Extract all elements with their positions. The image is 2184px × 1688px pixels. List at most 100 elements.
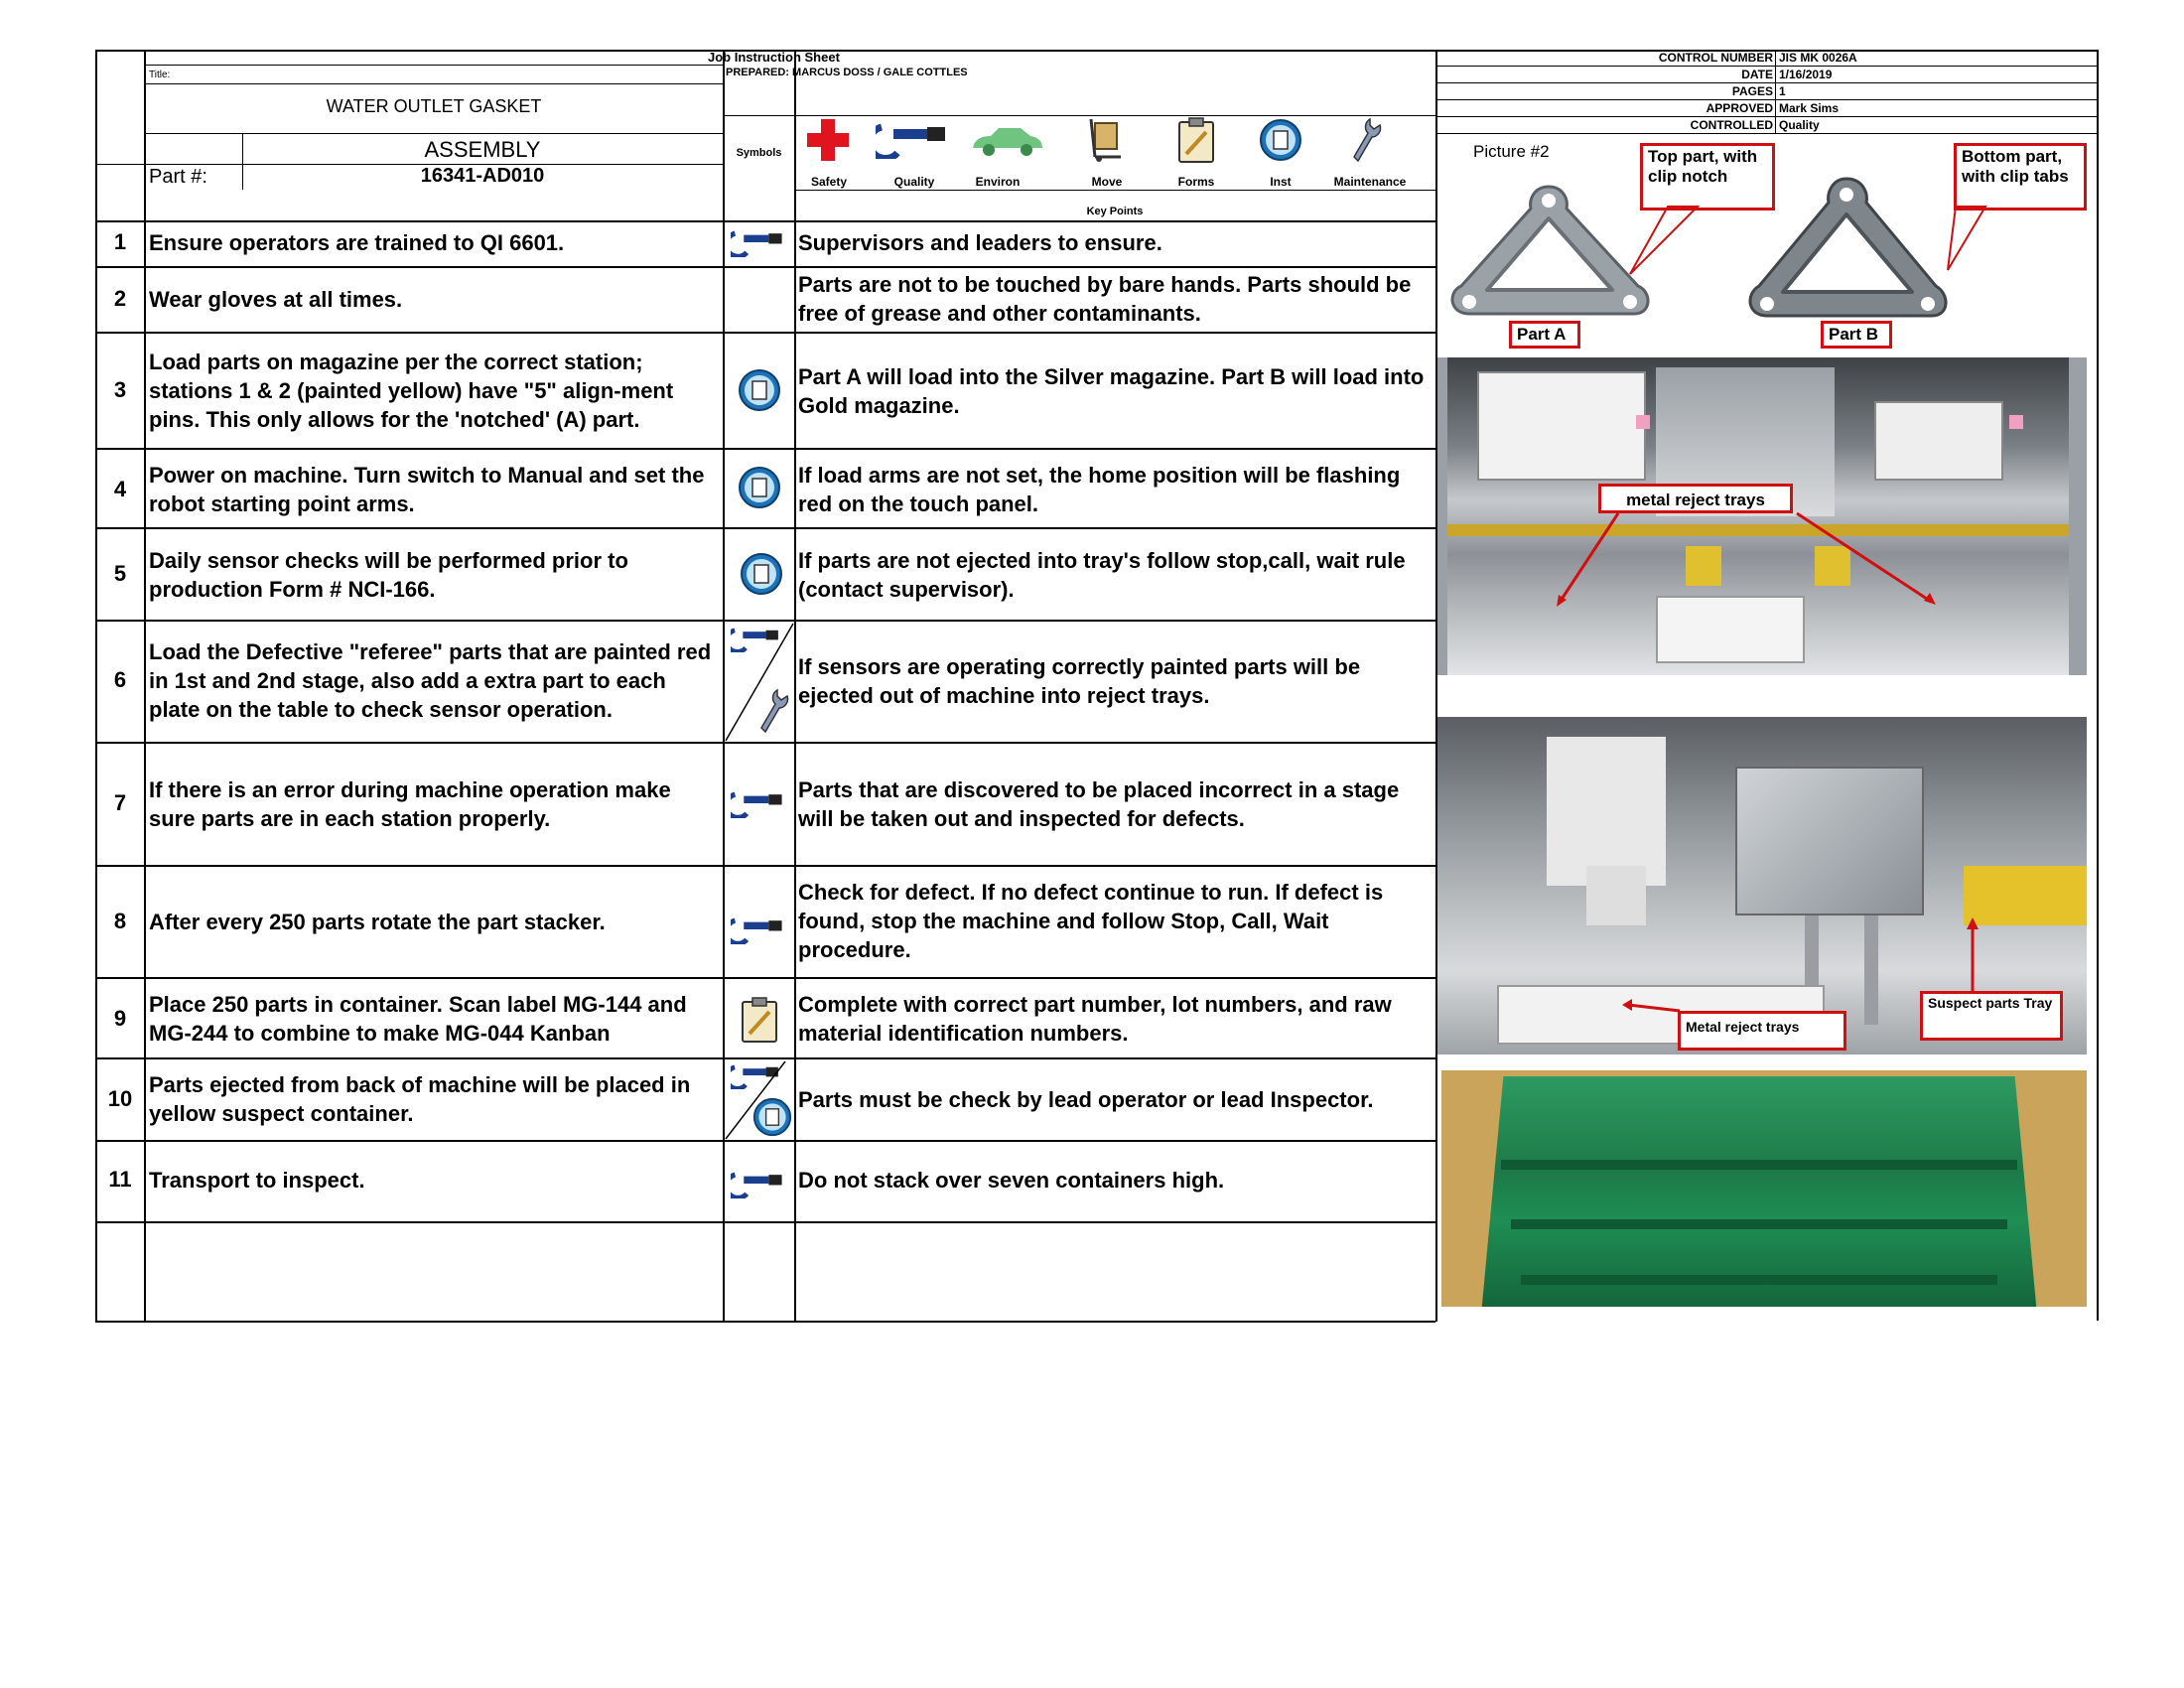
header-line-4 — [95, 164, 723, 165]
step-number: 7 — [113, 790, 127, 815]
control-right-border — [2097, 50, 2099, 1321]
key-point-text: If load arms are not set, the home posit… — [798, 463, 1401, 516]
callout-suspect-tray: Suspect parts Tray — [1920, 991, 2063, 1041]
approved-label: APPROVED — [1706, 101, 1773, 115]
callout-bottom-part: Bottom part, with clip tabs — [1954, 143, 2087, 211]
callout-pointer-top — [1629, 206, 1701, 275]
step-number: 2 — [113, 286, 127, 311]
inst-label: Inst — [1270, 175, 1292, 189]
quality-label: Quality — [893, 175, 935, 189]
symbol-col-divider — [794, 50, 796, 1322]
label-part-a: Part A — [1509, 321, 1580, 349]
label-part-b: Part B — [1821, 321, 1892, 349]
instruction-disc-icon — [735, 465, 784, 510]
row-line — [95, 742, 1435, 744]
document-title: WATER OUTLET GASKET — [326, 96, 542, 116]
step-number: 3 — [113, 377, 127, 402]
step-number: 5 — [113, 561, 127, 586]
micrometer-icon — [729, 787, 788, 819]
step-text: Parts ejected from back of machine will … — [149, 1072, 691, 1126]
row-line — [95, 865, 1435, 867]
pages-label: PAGES — [1731, 84, 1773, 98]
step-number: 9 — [113, 1006, 127, 1031]
control-number-value: JIS MK 0026A — [1779, 51, 1857, 65]
row-line — [95, 1140, 1435, 1142]
date-label: DATE — [1741, 68, 1773, 81]
step-number: 10 — [107, 1086, 133, 1111]
instruction-disc-icon — [737, 551, 786, 597]
environ-label: Environ — [975, 175, 1021, 189]
pages-value: 1 — [1779, 84, 1786, 98]
forms-label: Forms — [1177, 175, 1215, 189]
step-text: Place 250 parts in container. Scan label… — [149, 992, 687, 1046]
key-point-text: Parts must be check by lead operator or … — [798, 1087, 1374, 1112]
step-number: 6 — [113, 667, 127, 692]
key-point-text: Do not stack over seven containers high. — [798, 1168, 1225, 1193]
key-point-text: Parts are not to be touched by bare hand… — [798, 272, 1412, 326]
part-number: 16341-AD010 — [420, 165, 545, 187]
control-number-label: CONTROL NUMBER — [1658, 51, 1773, 65]
micrometer-icon — [729, 624, 784, 653]
control-label-divider — [1775, 50, 1776, 134]
micrometer-icon — [729, 1168, 788, 1199]
micrometer-icon — [874, 119, 953, 159]
row-line — [95, 977, 1435, 979]
key-point-text: If parts are not ejected into tray's fol… — [798, 548, 1406, 602]
wrench-icon — [1340, 117, 1390, 163]
key-points-label: Key Points — [1086, 206, 1144, 217]
micrometer-icon — [729, 226, 788, 258]
part-label: Part #: — [149, 166, 207, 188]
gasket-photo-part-a — [1450, 185, 1650, 316]
step-number: 1 — [113, 229, 127, 254]
micrometer-icon — [729, 914, 788, 945]
row-line — [95, 266, 1435, 268]
clipboard-icon — [1171, 115, 1221, 165]
machine-photo-1 — [1437, 357, 2087, 675]
number-col-divider — [144, 50, 146, 1322]
date-value: 1/16/2019 — [1779, 68, 1833, 81]
row-line — [95, 527, 1435, 529]
keypoints-line — [794, 190, 1435, 191]
step-text: Wear gloves at all times. — [149, 287, 403, 312]
header-line-2 — [145, 83, 723, 84]
callout-top-part: Top part, with clip notch — [1640, 143, 1775, 211]
prepared-by: PREPARED: MARCUS DOSS / GALE COTTLES — [726, 67, 968, 78]
controlled-value: Quality — [1779, 118, 1820, 132]
step-number: 11 — [108, 1167, 132, 1192]
callout-arrows-suspect — [1622, 917, 1979, 1013]
step-text: If there is an error during machine oper… — [149, 777, 671, 831]
step-text: Load the Defective "referee" parts that … — [149, 639, 712, 722]
sheet-title: Job Instruction Sheet — [708, 50, 840, 65]
instruction-disc-icon — [1256, 117, 1305, 163]
move-label: Move — [1091, 175, 1123, 189]
key-point-text: Check for defect. If no defect continue … — [798, 880, 1384, 962]
callout-metal-reject-trays-2: Metal reject trays — [1678, 1011, 1846, 1051]
table-left-border — [95, 50, 97, 1322]
control-line-3 — [1435, 116, 2098, 117]
step-number: 8 — [113, 909, 127, 933]
row-line — [95, 448, 1435, 450]
callout-pointer-bottom — [1947, 206, 1987, 271]
control-line-4 — [1435, 133, 2098, 134]
hand-truck-icon — [1082, 117, 1132, 163]
step-text: After every 250 parts rotate the part st… — [149, 910, 606, 934]
keypoint-col-divider — [1435, 50, 1437, 1322]
key-point-text: Parts that are discovered to be placed i… — [798, 777, 1400, 831]
control-line-1 — [1435, 82, 2098, 83]
title-label: Title: — [149, 70, 171, 80]
step-text: Daily sensor checks will be performed pr… — [149, 548, 628, 602]
callout-arrows-reject — [1557, 511, 1936, 607]
key-point-text: If sensors are operating correctly paint… — [798, 654, 1361, 708]
symbol-diagonal-divider — [725, 623, 794, 742]
control-line-0 — [1435, 66, 2098, 67]
part-label-divider — [242, 133, 243, 190]
table-top-border — [95, 50, 2099, 52]
approved-value: Mark Sims — [1779, 101, 1840, 115]
clipboard-icon — [735, 993, 784, 1047]
symbols-line — [724, 115, 1435, 116]
header-line-1 — [145, 65, 723, 66]
row-line — [95, 1057, 1435, 1059]
gasket-photo-part-b — [1748, 177, 1948, 318]
step-number: 4 — [113, 477, 127, 501]
controlled-label: CONTROLLED — [1690, 118, 1773, 132]
